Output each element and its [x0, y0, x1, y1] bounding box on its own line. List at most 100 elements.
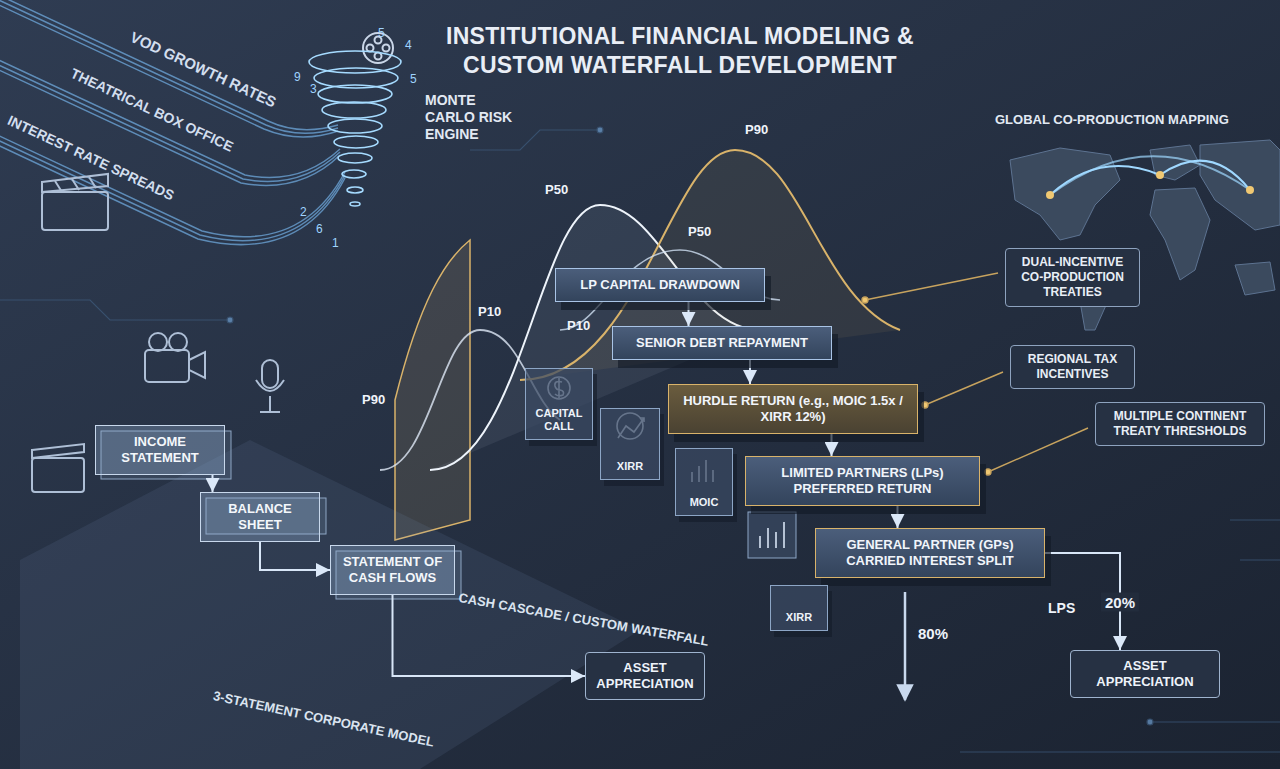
block-icons [760, 522, 784, 548]
data-streams [0, 113, 345, 241]
circuit-lines [1230, 519, 1280, 520]
data-streams [0, 0, 345, 245]
waterfall-caption: CASH CASCADE / CUSTOM WATERFALL [457, 590, 710, 649]
random-digit: 5 [410, 72, 417, 86]
circuit-lines [1240, 559, 1280, 560]
random-digit: 5 [378, 26, 385, 40]
world-map [1200, 140, 1280, 230]
outcome-box: ASSET APPRECIATION [585, 652, 705, 700]
flow-connector [897, 506, 899, 528]
monte-carlo-tornado [318, 85, 392, 103]
waterfall-step: GENERAL PARTNER (GPs) CARRIED INTEREST S… [815, 528, 1045, 578]
node-text: LIMITED PARTNERS (LPs) PREFERRED RETURN [756, 465, 969, 497]
monte-carlo-tornado [309, 51, 401, 73]
left-media-icons [145, 350, 189, 382]
node-text: SENIOR DEBT REPAYMENT [623, 335, 821, 351]
statement-sheet: INCOME STATEMENT [95, 425, 225, 475]
edge-label: 20% [1101, 592, 1139, 611]
callout-box: REGIONAL TAX INCENTIVES [1010, 345, 1135, 389]
monte-carlo-tornado [350, 202, 360, 206]
left-media-icons [149, 333, 167, 351]
world-map [1150, 188, 1210, 280]
monte-carlo-tornado [322, 102, 386, 118]
metric-block: XIRR [770, 585, 828, 631]
waterfall-step: SENIOR DEBT REPAYMENT [612, 326, 832, 360]
monte-carlo-tornado [347, 187, 363, 193]
leader-lines [985, 469, 991, 475]
map-arcs [1046, 156, 1254, 199]
map-arcs [1050, 156, 1250, 195]
split-label: LPS [1048, 600, 1075, 617]
flow-connector [212, 475, 214, 492]
left-media-icons [262, 360, 278, 388]
statement-sheet: STATEMENT OF CASH FLOWS [330, 545, 455, 595]
eighty-percent-arrow [904, 592, 907, 700]
eighty-percent-arrow [904, 592, 907, 700]
node-text: CAPITAL CALL [530, 407, 588, 433]
percentile-label: P90 [362, 392, 385, 408]
circuit-lines [470, 130, 600, 150]
random-digit: 2 [300, 205, 307, 219]
node-text: REGIONAL TAX INCENTIVES [1019, 352, 1126, 382]
percentile-label: P90 [745, 122, 768, 138]
world-map [1010, 148, 1120, 240]
metric-block: MOIC [675, 448, 733, 516]
left-media-icons [189, 352, 205, 378]
random-digit: 9 [294, 70, 301, 84]
left-media-icons [32, 458, 84, 492]
engine-label: MONTE CARLO RISK ENGINE [425, 92, 525, 142]
monte-carlo-tornado [342, 170, 366, 178]
film-reel-icon [367, 45, 374, 52]
platform-caption: 3-STATEMENT CORPORATE MODEL [212, 688, 436, 750]
leader-lines [922, 402, 928, 408]
node-text: INCOME STATEMENT [104, 434, 216, 466]
monte-carlo-tornado [334, 136, 378, 148]
node-text: STATEMENT OF CASH FLOWS [339, 554, 446, 586]
map-arcs [1246, 186, 1254, 194]
percentile-label: P50 [688, 224, 711, 240]
circuit-lines [1150, 721, 1280, 722]
left-media-icons [32, 444, 84, 458]
circuit-lines [1147, 719, 1153, 725]
node-text: BALANCE SHEET [209, 501, 311, 533]
waterfall-step: LIMITED PARTNERS (LPs) PREFERRED RETURN [745, 456, 980, 506]
statement-sheet: BALANCE SHEET [200, 492, 320, 542]
waterfall-step: HURDLE RETURN (e.g., MOIC 1.5x / XIRR 12… [668, 384, 918, 434]
percentile-label: P10 [478, 304, 501, 320]
node-text: XIRR [786, 611, 812, 624]
left-media-icons [256, 380, 284, 412]
leader-lines [925, 372, 1003, 405]
random-digit: 3 [310, 82, 317, 96]
probability-curves [520, 150, 900, 380]
node-text: ASSET APPRECIATION [594, 660, 696, 692]
film-reel-icon [383, 45, 390, 52]
left-media-icons [42, 192, 108, 230]
split-percent: 80% [918, 625, 948, 643]
probability-curves [395, 240, 470, 540]
left-media-icons [55, 177, 96, 192]
metric-block: XIRR [600, 408, 660, 480]
flow-connector [749, 360, 751, 384]
percentile-label: P10 [567, 318, 590, 334]
map-arcs [1050, 166, 1160, 195]
monte-carlo-tornado [309, 51, 401, 206]
left-media-icons [169, 333, 187, 351]
circuit-lines [0, 300, 230, 320]
node-text: LP CAPITAL DRAWDOWN [566, 277, 754, 293]
page-title: INSTITUTIONAL FINANCIAL MODELING & CUSTO… [400, 22, 960, 80]
flow-connector [688, 302, 690, 326]
circuit-lines [960, 751, 1280, 752]
leader-lines [862, 297, 868, 303]
left-media-icons [42, 174, 108, 192]
node-text: XIRR [617, 460, 643, 473]
map-heading: GLOBAL CO-PRODUCTION MAPPING [995, 112, 1229, 128]
leader-lines [865, 273, 998, 300]
node-text: ASSET APPRECIATION [1079, 658, 1211, 690]
node-text: MOIC [690, 496, 719, 509]
percentile-label: P50 [545, 182, 568, 198]
node-text: MULTIPLE CONTINENT TREATY THRESHOLDS [1104, 409, 1256, 439]
circuit-lines [227, 317, 233, 323]
map-arcs [1046, 191, 1054, 199]
monte-carlo-tornado [328, 119, 382, 133]
